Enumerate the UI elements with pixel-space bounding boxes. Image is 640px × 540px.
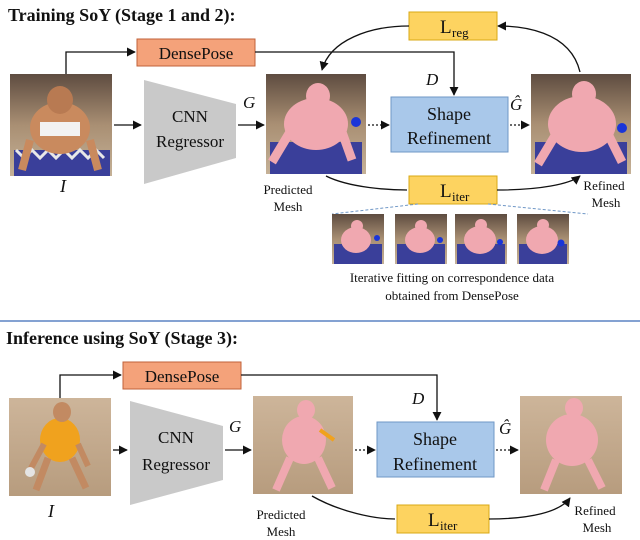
stage3-refined-label-1: Refined [574,503,616,518]
stage3-title: Inference using SoY (Stage 3): [6,328,238,349]
stage1-input-symbol: I [59,176,67,196]
stage3-refined-mesh-image [520,396,622,494]
stage1-cnn-regressor [144,80,236,184]
stage1-cnn-label-2: Regressor [156,132,224,151]
stage1-ghat-symbol: Ĝ [510,95,522,114]
stage1-input-image [10,74,112,176]
stage1-lreg-box [408,11,498,41]
arrow-densepose-to-shape [255,51,459,96]
stage3-liter-sub: iter [440,518,458,533]
stage1-refined-mesh-image [531,74,631,174]
stage3-d-symbol: D [411,389,425,408]
stage3-shape-label-2: Refinement [393,454,477,474]
stage3-ghat-symbol: Ĝ [499,419,511,438]
stage3-input-symbol: I [47,501,55,521]
arrow-liter-to-refined-3 [488,497,571,520]
arrow-input-to-densepose [65,47,136,74]
stage1-predicted-label-1: Predicted [263,182,313,197]
stage1-densepose-box [136,38,256,67]
stage1-predicted-mesh-image [266,74,366,174]
stage1-refined-label-2: Mesh [592,195,621,210]
iteration-thumb-2 [395,214,447,264]
arrow-input-to-densepose-3 [59,370,122,398]
iteration-thumb-4 [517,214,569,264]
arrow-lreg-to-predicted [319,25,410,71]
arrow-predicted-to-liter [325,175,408,191]
arrow-densepose-to-shape-3 [241,374,442,421]
stage1-d-symbol: D [425,70,439,89]
stage1-caption-1: Iterative fitting on correspondence data [350,270,555,285]
stage3-predicted-label-2: Mesh [267,524,296,539]
stage1-cnn-label-1: CNN [172,107,208,126]
stage1-densepose-label: DensePose [159,44,234,63]
stage1-lreg-main: L [440,17,452,38]
stage1-shape-refinement-box [390,96,509,153]
stage3-cnn-regressor [130,401,223,505]
stage3-predicted-label-1: Predicted [256,507,306,522]
stage3-densepose-label: DensePose [145,367,220,386]
stage1-shape-label-2: Refinement [407,128,491,148]
stage1-liter-box [408,175,498,205]
stage1-arrows [65,21,581,191]
stage3-g-symbol: G [229,417,241,436]
stage3-cnn-label-2: Regressor [142,455,210,474]
arrow-refined-to-lreg [497,21,581,73]
stage3-refined-label-2: Mesh [583,520,612,535]
stage3-shape-label-1: Shape [413,429,457,449]
stage3-input-image [9,398,111,496]
stage3-cnn-label-1: CNN [158,428,194,447]
arrow-liter-to-refined [496,175,581,191]
stage1-title: Training SoY (Stage 1 and 2): [8,5,236,26]
stage1-liter-sub: iter [452,189,470,204]
stage1-iteration-thumbnails [332,214,569,264]
stage3-liter-main: L [428,510,440,531]
stage1-shape-label-1: Shape [427,104,471,124]
stage1-liter-main: L [440,181,452,202]
iteration-thumb-3 [455,214,507,264]
stage1-refined-label-1: Refined [583,178,625,193]
stage1-g-symbol: G [243,93,255,112]
stage1-predicted-label-2: Mesh [274,199,303,214]
stage1-caption-2: obtained from DensePose [385,288,519,303]
stage1-iteration-guides [331,203,589,215]
stage3-arrows [59,370,571,520]
stage1-lreg-sub: reg [452,25,469,40]
stage3-shape-refinement-box [376,421,495,478]
stage3-predicted-mesh-image [253,396,353,494]
arrow-predicted-to-liter-3 [311,495,396,520]
iteration-thumb-1 [332,214,384,264]
